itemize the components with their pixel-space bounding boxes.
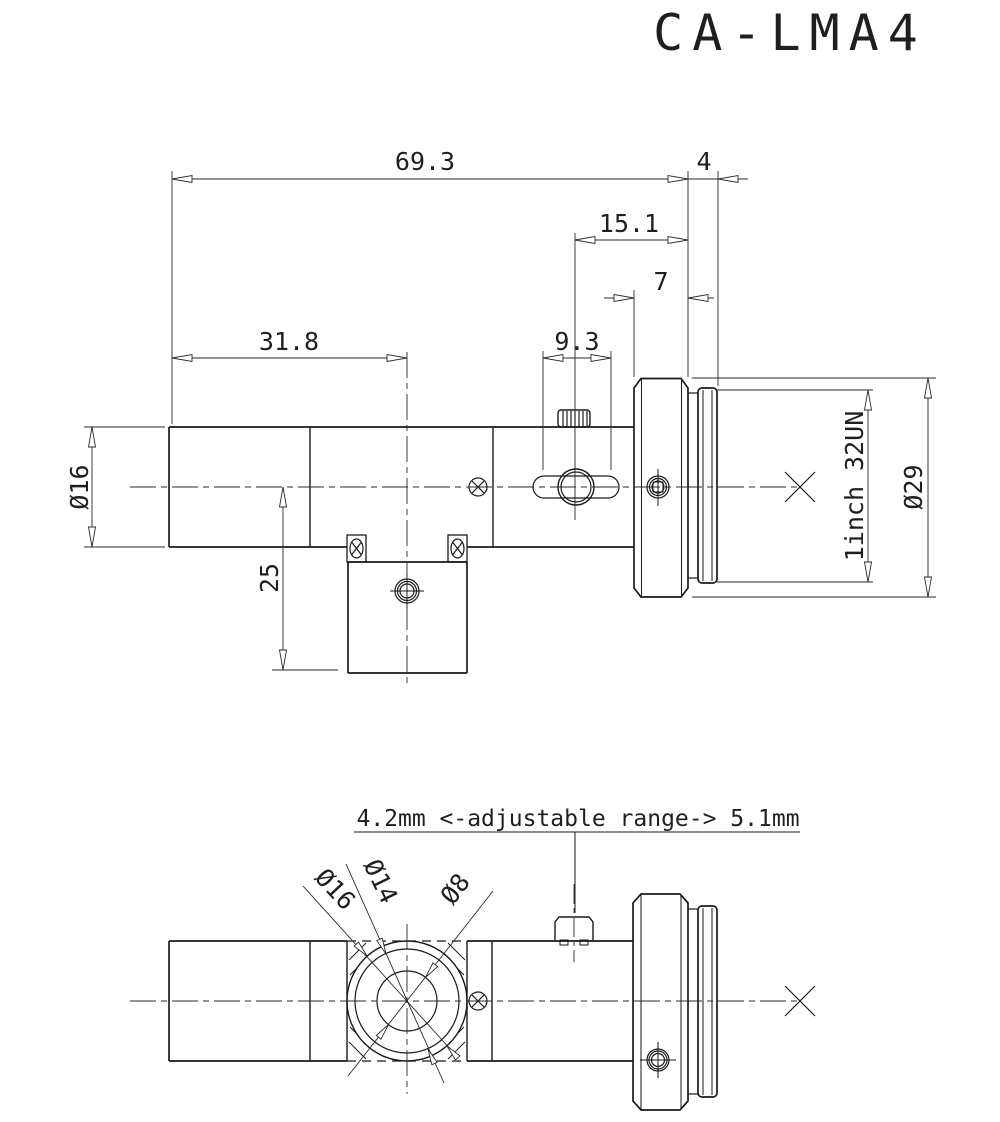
label-boss-mid: Ø14 [358,855,404,908]
c-mount-flange [633,377,698,598]
rod-body-bottom [168,940,633,1062]
side-view-arrows [87,174,933,671]
side-view-dimensions [84,171,936,671]
dim-thread-length: 4 [696,147,711,176]
label-bore: Ø8 [435,868,476,909]
side-view-centerlines [130,233,800,688]
dim-rod-diameter: Ø16 [65,464,94,509]
clamp-pins [349,538,465,559]
note-leader [354,831,800,913]
set-screw [646,469,670,506]
dim-flange-thickness: 7 [653,267,668,296]
dim-left-to-post-center: 31.8 [259,327,319,356]
dim-slot-length: 9.3 [554,327,599,356]
bottom-view: 4.2mm <-adjustable range-> 5.1mm [130,806,816,1111]
axis-end-mark [784,471,816,503]
dim-flange-diameter: Ø29 [899,464,928,509]
dim-post-depth: 25 [255,563,284,593]
dim-screw-to-flange: 15.1 [599,209,659,238]
thumbscrew [557,409,591,428]
drawing-title: CA-LMA4 [653,4,927,62]
bottom-view-centerlines [130,884,800,1094]
note-adjustable-range: 4.2mm <-adjustable range-> 5.1mm [356,806,799,832]
dim-overall-length: 69.3 [395,147,455,176]
diameter-leaders [302,863,494,1084]
leader-arrows [353,937,461,1066]
set-screw-bottom [640,1042,676,1078]
clamp-block [346,534,468,674]
label-boss-od: Ø16 [309,863,361,916]
thread-ring-bottom [697,905,718,1098]
side-view: 69.3 4 15.1 7 31.8 9.3 Ø16 25 1inch 32UN… [65,147,936,688]
axis-end-mark-bottom [784,985,816,1017]
corner-hatching [348,942,466,1060]
dim-mount-thread: 1inch 32UN [840,411,869,562]
thread-ring [697,387,718,584]
c-mount-flange-bottom [632,893,698,1111]
